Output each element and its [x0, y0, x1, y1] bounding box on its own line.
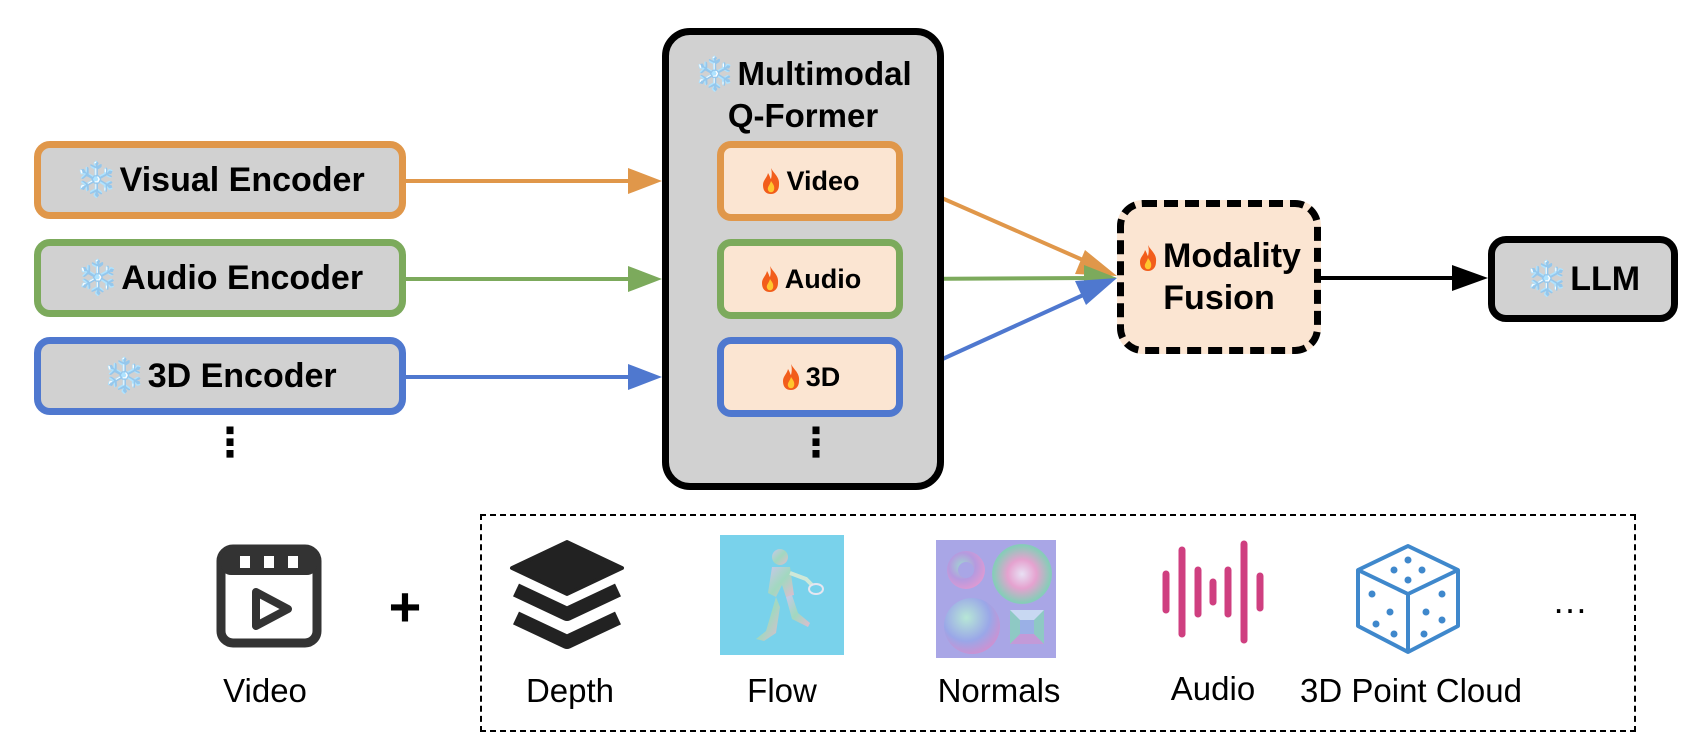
qformer-title-line1: ❄️Multimodal: [694, 55, 912, 92]
audio-encoder-label: Audio Encoder: [121, 258, 364, 297]
video-clapper-icon: [216, 544, 322, 648]
audio-encoder-box: ❄️ Audio Encoder: [34, 239, 406, 317]
plus-sign: +: [388, 575, 422, 638]
fire-icon: [782, 364, 799, 390]
qformer-audio-block: Audio: [717, 239, 903, 319]
visual-encoder-box: ❄️ Visual Encoder: [34, 141, 406, 219]
normals-image: [936, 540, 1056, 658]
modalities-more-ellipsis: …: [1552, 580, 1588, 621]
qformer-3d-label: 3D: [805, 361, 841, 392]
llm-box: ❄️ LLM: [1488, 236, 1678, 322]
encoders-more-dots: ⋮: [210, 421, 250, 465]
fusion-line1: Modality: [1137, 235, 1301, 277]
flow-label: Flow: [747, 672, 817, 709]
arrow-visual-to-qformer: [406, 168, 662, 194]
snowflake-icon: ❄️: [76, 259, 120, 297]
layers-icon: [510, 540, 624, 649]
fire-icon: [761, 266, 778, 292]
qformer-title-line2: Q-Former: [727, 97, 879, 134]
arrow-fusion-to-llm: [1321, 265, 1488, 291]
qformer-video-block: Video: [717, 141, 903, 221]
3d-encoder-label: 3D Encoder: [147, 356, 337, 395]
qformer-video-label: Video: [786, 165, 860, 196]
snowflake-icon: ❄️: [694, 55, 736, 92]
snowflake-icon: ❄️: [1525, 260, 1569, 298]
qformer-audio-label: Audio: [784, 263, 862, 294]
waveform-icon: [1162, 540, 1264, 644]
point-cloud-cube-icon: [1356, 544, 1460, 654]
snowflake-icon: ❄️: [103, 357, 146, 395]
modality-fusion-box: Modality Fusion: [1117, 200, 1321, 354]
arrow-audio-to-qformer: [406, 266, 662, 292]
llm-label: LLM: [1570, 259, 1641, 298]
depth-label: Depth: [525, 672, 615, 709]
3d-encoder-box: ❄️ 3D Encoder: [34, 337, 406, 415]
normals-label: Normals: [937, 672, 1061, 709]
audio-modality-label: Audio: [1170, 670, 1256, 707]
arrow-3d-to-qformer: [406, 364, 662, 390]
fusion-line2: Fusion: [1163, 279, 1275, 317]
point-cloud-label: 3D Point Cloud: [1300, 672, 1522, 709]
fire-icon: [763, 168, 780, 194]
flow-image: [720, 535, 844, 655]
qformer-more-dots: ⋮: [796, 421, 836, 465]
qformer-3d-block: 3D: [717, 337, 903, 417]
snowflake-icon: ❄️: [75, 161, 118, 199]
fire-icon: [1140, 245, 1157, 272]
visual-encoder-label: Visual Encoder: [119, 160, 365, 199]
additional-modalities-box: [480, 514, 1636, 732]
video-label: Video: [223, 672, 307, 709]
